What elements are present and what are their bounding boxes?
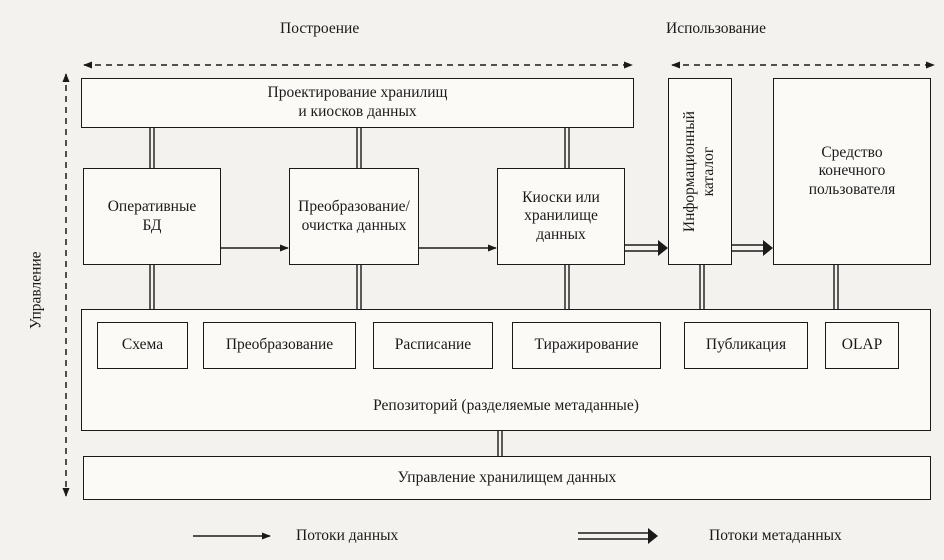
dw-management-box: Управление хранилищем данных — [83, 456, 931, 500]
design-box: Проектирование хранилищ и киосков данных — [81, 78, 634, 128]
info-catalog-box: Информационный каталог — [668, 78, 732, 265]
repository-links — [149, 265, 839, 456]
transformation-box: Преобразование — [203, 322, 356, 369]
repository-label: Репозиторий (разделяемые метаданные) — [373, 397, 639, 415]
end-user-tool-box: Средство конечного пользователя — [773, 78, 931, 265]
schema-box: Схема — [97, 322, 188, 369]
replication-box: Тиражирование — [512, 322, 661, 369]
operational-db-box: Оперативные БД — [83, 168, 221, 265]
management-section-label: Управление — [27, 251, 45, 329]
schedule-box: Расписание — [373, 322, 493, 369]
legend-metadata-flow-arrow — [578, 528, 658, 544]
olap-box: OLAP — [825, 322, 899, 369]
metadata-flow-arrow-1 — [625, 240, 668, 256]
use-section-label: Использование — [666, 20, 766, 37]
design-links — [149, 127, 570, 168]
publication-box: Публикация — [684, 322, 808, 369]
legend-data-flows-label: Потоки данных — [296, 527, 399, 544]
legend-metadata-flows-label: Потоки метаданных — [709, 527, 842, 544]
build-section-label: Построение — [280, 20, 360, 37]
transform-clean-box: Преобразование/ очистка данных — [289, 168, 419, 265]
metadata-flow-arrow-2 — [731, 240, 773, 256]
data-marts-box: Киоски или хранилище данных — [497, 168, 625, 265]
